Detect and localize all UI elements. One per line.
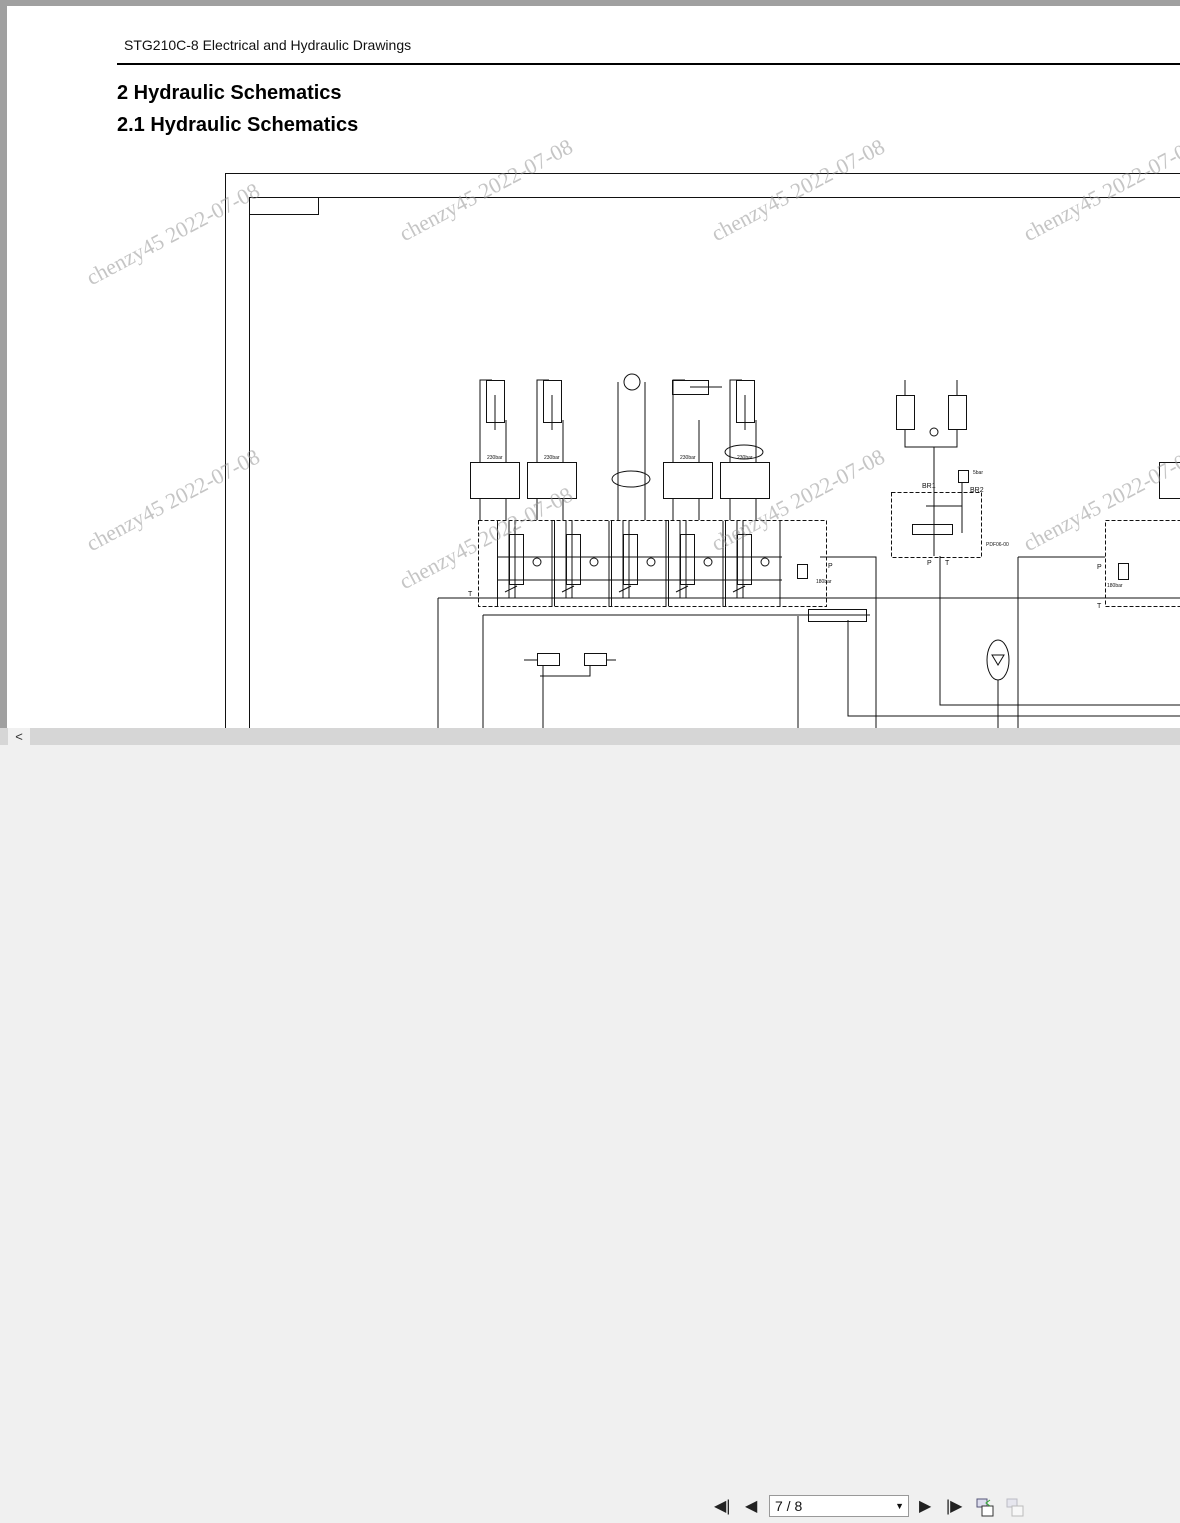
label-main-relief: 180bar [816, 579, 832, 585]
hydraulic-lines [438, 556, 1180, 728]
prev-page-icon[interactable]: ◀ [745, 1497, 757, 1517]
label-right-p: P [1097, 564, 1102, 571]
next-page-icon[interactable]: ▶ [919, 1497, 931, 1517]
lower-cylinder-lines [524, 660, 616, 728]
check-valve [704, 558, 712, 566]
lower-cylinder-2 [585, 654, 607, 666]
label-brake-t: T [945, 560, 950, 567]
label-relief-bar: 230bar [487, 455, 503, 461]
check-valve [590, 558, 598, 566]
brake-lines [905, 380, 962, 556]
page-navigation-toolbar: ◀​| ◀ 7 / 8▼ ▶ |▶ [0, 745, 1180, 784]
label-relief-bar: 230bar [544, 455, 560, 461]
spool-valve [681, 535, 695, 585]
last-page-icon[interactable]: |▶ [946, 1497, 962, 1517]
relief-block [471, 463, 520, 499]
valve-section-lines [611, 520, 668, 606]
valve-section-lines [554, 520, 611, 606]
hydraulic-motor [624, 374, 640, 390]
label-right-relief: 180bar [1107, 583, 1123, 589]
rotate-view-icon[interactable] [975, 1497, 995, 1517]
relief-block [664, 463, 713, 499]
brake-cylinder-1 [897, 396, 915, 430]
pressure-switch [959, 471, 969, 483]
right-valve-bank [1106, 521, 1180, 607]
accumulator [987, 640, 1009, 680]
label-5bar: 5bar [973, 470, 983, 476]
compare-view-icon[interactable] [1005, 1497, 1025, 1517]
check-valve [647, 558, 655, 566]
hydraulic-schematic: BR1 BR2 5bar PDF06-00 P T P T 180bar P T… [7, 6, 1180, 728]
lower-cylinder-1 [538, 654, 560, 666]
spool-valve [624, 535, 638, 585]
label-main-p: P [828, 563, 833, 570]
motor-lines [618, 382, 645, 520]
spool-valve [567, 535, 581, 585]
label-relief-bar: 230bar [680, 455, 696, 461]
label-relief-bar: 230bar [737, 455, 753, 461]
first-page-icon[interactable]: ◀​| [714, 1497, 730, 1517]
drawing-frame-inner [250, 198, 1180, 729]
horizontal-scrollbar[interactable] [0, 728, 1180, 745]
drawing-frame-outer [226, 174, 1180, 729]
shuttle-valve [930, 428, 938, 436]
label-main-t: T [468, 591, 473, 598]
pdf-page: STG210C-8 Electrical and Hydraulic Drawi… [7, 6, 1180, 728]
check-valve [761, 558, 769, 566]
page-number-select[interactable]: 7 / 8 ▼ [769, 1495, 909, 1517]
spool-valve [510, 535, 524, 585]
brake-valve-spool [913, 525, 953, 535]
document-viewer: STG210C-8 Electrical and Hydraulic Drawi… [0, 0, 1180, 728]
right-relief-valve [1119, 564, 1129, 580]
label-br1: BR1 [922, 483, 936, 490]
page-indicator: 7 / 8 [775, 1498, 802, 1514]
label-valve-model: PDF06-00 [986, 542, 1009, 548]
label-right-t: T [1097, 603, 1102, 610]
actuators: 230bar 230bar 230bar 230bar [471, 374, 783, 606]
main-relief-valve [798, 565, 808, 579]
chevron-down-icon: ▼ [895, 1496, 904, 1516]
accumulator-symbol [992, 655, 1004, 665]
brake-cylinder-2 [949, 396, 967, 430]
label-brake-p: P [927, 560, 932, 567]
scroll-left-button[interactable]: < [8, 728, 30, 745]
label-br2: BR2 [970, 487, 984, 494]
relief-block [721, 463, 770, 499]
brake-circuit: BR1 BR2 5bar PDF06-00 P T [892, 380, 1010, 680]
valve-bank-outline [479, 521, 827, 607]
check-valve [533, 558, 541, 566]
valve-bank [479, 521, 827, 607]
